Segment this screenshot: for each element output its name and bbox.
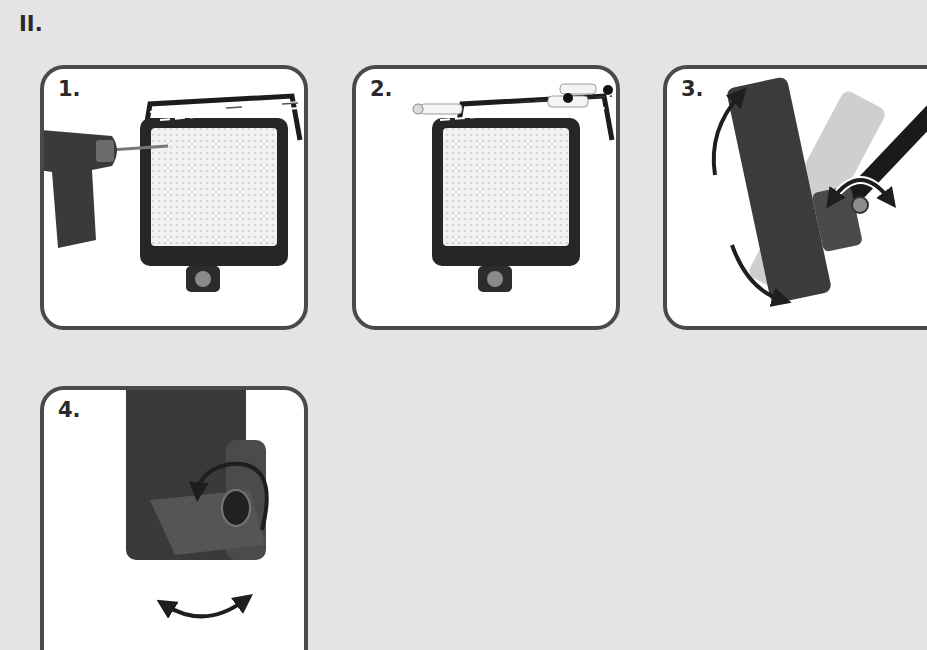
step-number: 2. bbox=[370, 77, 393, 101]
step-panel bbox=[352, 65, 620, 330]
step-panel bbox=[40, 386, 308, 650]
step-panel bbox=[40, 65, 308, 330]
step-panel bbox=[663, 65, 927, 330]
step-number: 3. bbox=[681, 77, 704, 101]
step-number: 4. bbox=[58, 398, 81, 422]
step-number: 1. bbox=[58, 77, 81, 101]
section-title: II. bbox=[19, 12, 43, 36]
